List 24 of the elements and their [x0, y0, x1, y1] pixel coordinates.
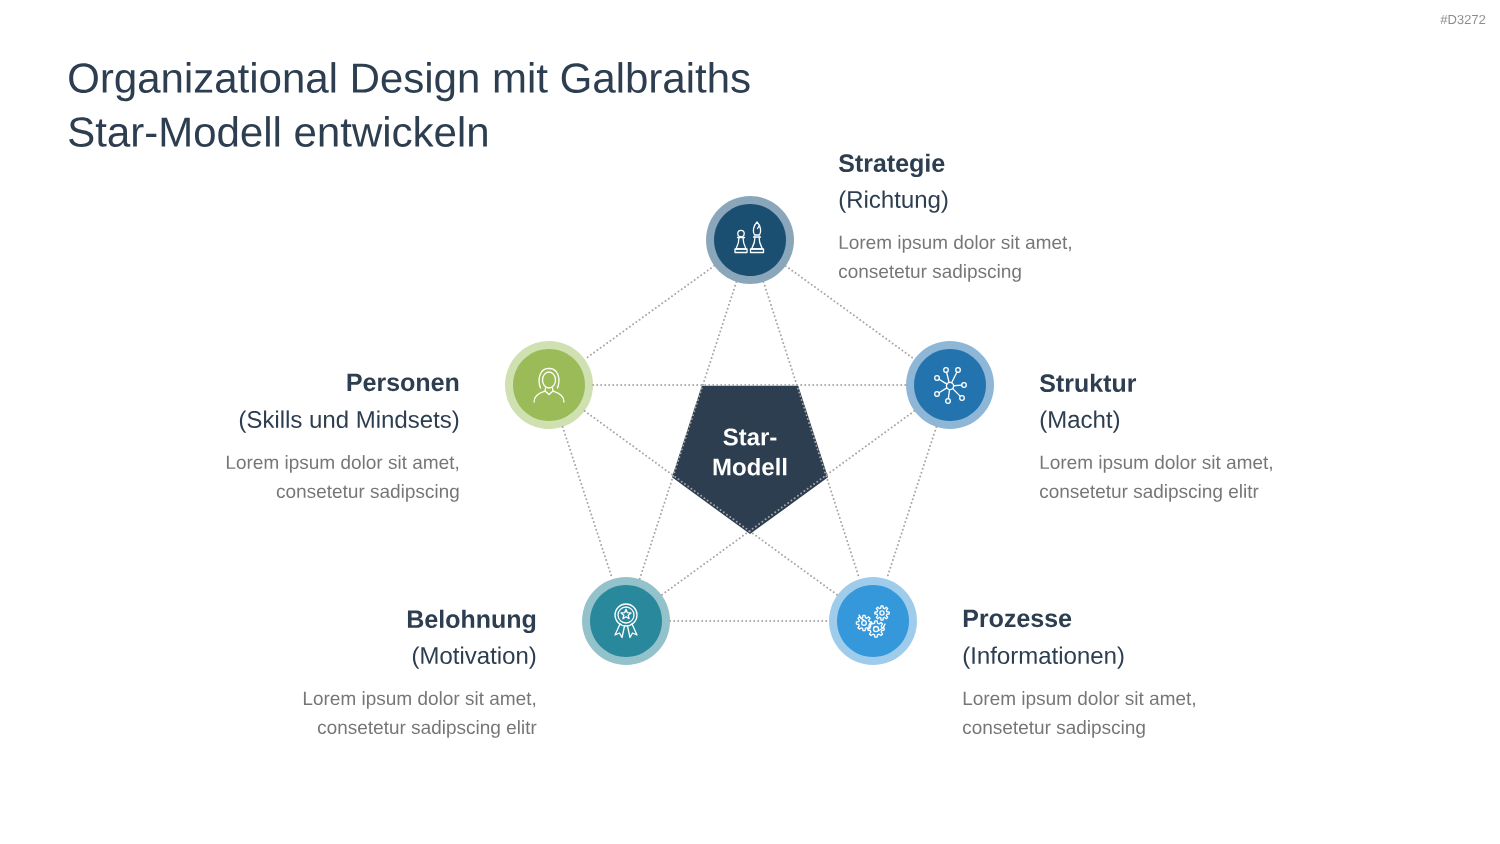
heading: Struktur [1039, 373, 1137, 393]
heading: Strategie [838, 153, 945, 178]
connector-line [592, 384, 907, 386]
subheading: (Richtung) [839, 190, 948, 213]
heading: Prozesse [963, 609, 1072, 628]
connector-line [660, 410, 916, 596]
description: Lorem ipsum dolor sit amet, consetetur sadipscing elitr [303, 691, 537, 738]
description: Lorem ipsum dolor sit amet, consetetur sadipscing [963, 691, 1195, 738]
subheading: (Macht) [1040, 410, 1120, 433]
connector-line [583, 410, 839, 596]
description: Lorem ipsum dolor sit amet, consetetur sadipscing [839, 235, 1071, 282]
title: Organizational Design mit Galbraiths Star-Modell entwickeln [69, 62, 750, 147]
center-pentagon: Star-Modell [672, 385, 828, 534]
connector-line [669, 620, 830, 622]
heading: Belohnung [407, 609, 536, 634]
subheading: (Motivation) [412, 646, 536, 669]
subheading: (Skills und Mindsets) [239, 410, 459, 433]
code-label: #D3272 [1440, 14, 1486, 25]
description: Lorem ipsum dolor sit amet, consetetur sadipscing elitr [1040, 455, 1272, 502]
subheading: (Informationen) [963, 646, 1124, 669]
connector-line [784, 264, 916, 361]
description: Lorem ipsum dolor sit amet, consetetur sadipscing [226, 455, 459, 502]
heading: Personen [347, 373, 459, 392]
connector-line [638, 281, 738, 580]
